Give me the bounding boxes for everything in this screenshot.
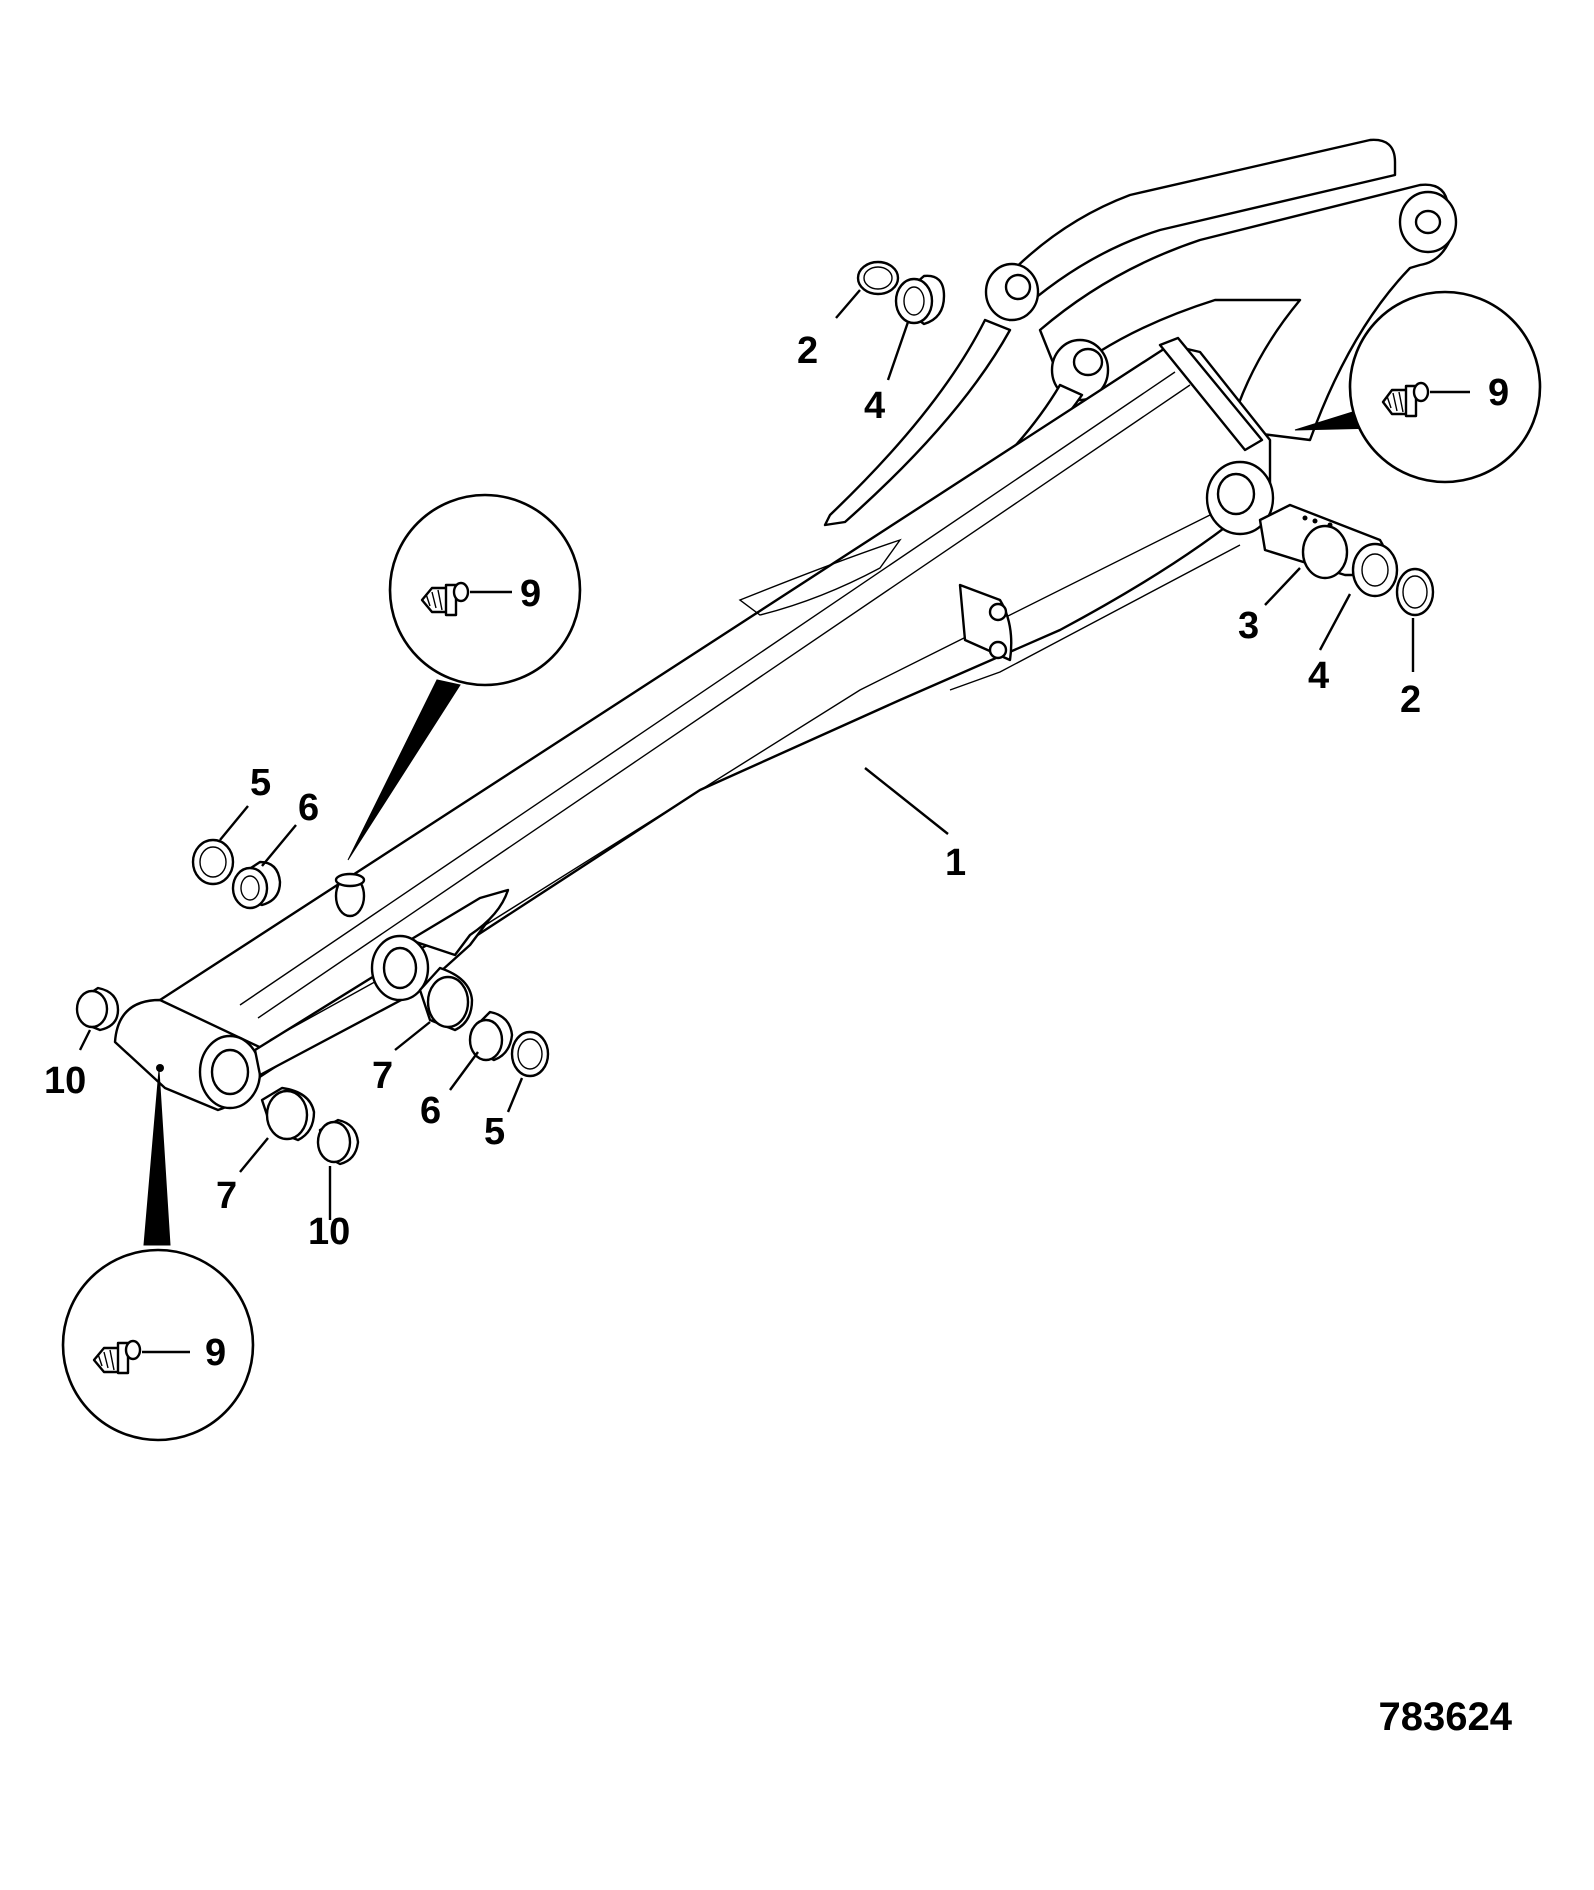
label-item-1: 1 xyxy=(945,842,966,884)
label-item-9-callout-3: 9 xyxy=(205,1332,226,1374)
ring-5-left xyxy=(191,838,235,886)
label-item-7-mid: 7 xyxy=(372,1055,393,1097)
label-item-9-callout-1: 9 xyxy=(520,573,541,615)
washer-10-low xyxy=(316,1118,360,1166)
label-item-3: 3 xyxy=(1238,605,1259,647)
label-item-4-top: 4 xyxy=(864,385,885,427)
washer-10-left xyxy=(75,986,120,1032)
drawing-number: 783624 xyxy=(1379,1695,1513,1739)
label-item-4-right: 4 xyxy=(1308,655,1329,697)
label-item-10-left: 10 xyxy=(44,1060,86,1102)
grease-nipple-icon xyxy=(420,581,470,617)
callout-grease-nipple-1 xyxy=(347,493,582,861)
bush-4-right xyxy=(1351,542,1399,598)
label-item-5-mid: 5 xyxy=(484,1111,505,1153)
label-item-7-low: 7 xyxy=(216,1175,237,1217)
ring-2-right xyxy=(1395,567,1435,617)
spacer-6-left xyxy=(231,860,282,910)
grease-nipple-icon xyxy=(1381,381,1430,418)
bush-7-mid xyxy=(418,966,474,1032)
bush-3-right xyxy=(1258,503,1387,580)
label-item-2-right: 2 xyxy=(1400,679,1421,721)
label-item-10-low: 10 xyxy=(308,1211,350,1253)
label-item-6-left: 6 xyxy=(298,787,319,829)
label-item-2-top: 2 xyxy=(797,330,818,372)
bush-4-top xyxy=(894,274,946,326)
ring-5-mid xyxy=(510,1030,550,1078)
spacer-6-mid xyxy=(468,1010,514,1062)
label-item-5-left: 5 xyxy=(250,762,271,804)
boom-arm xyxy=(113,138,1458,1112)
grease-nipple-icon xyxy=(92,1339,142,1375)
bush-7-low xyxy=(260,1086,316,1142)
leader-lines xyxy=(78,289,1415,1220)
part-labels: 2 4 9 9 3 4 2 1 5 6 7 6 5 10 7 10 9 xyxy=(44,330,1509,1374)
ring-2-top xyxy=(856,260,900,296)
label-item-6-mid: 6 xyxy=(420,1090,441,1132)
callout-grease-nipple-3 xyxy=(61,1069,255,1442)
callout-grease-nipple-2 xyxy=(1294,290,1542,484)
label-item-9-callout-2: 9 xyxy=(1488,372,1509,414)
